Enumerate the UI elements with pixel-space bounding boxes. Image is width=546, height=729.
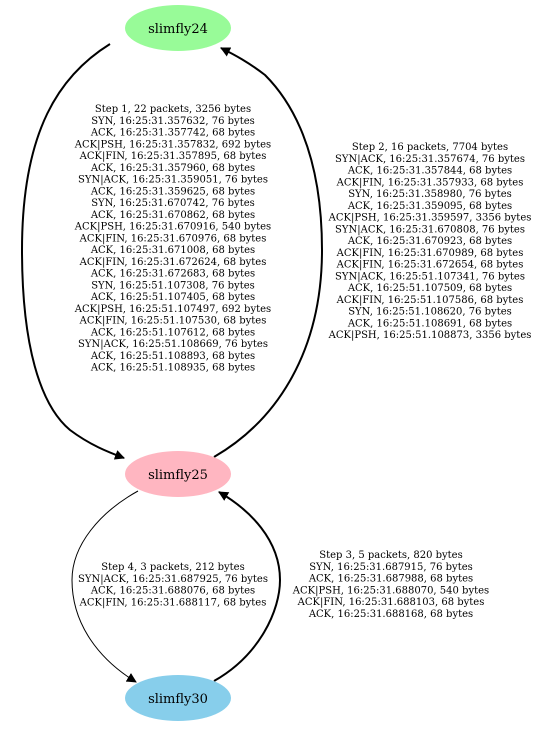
edge-label-line: SYN|ACK, 16:25:51.108669, 76 bytes bbox=[78, 339, 268, 350]
edge-label-line: ACK, 16:25:31.688168, 68 bytes bbox=[308, 609, 473, 620]
edge-label-line: ACK|PSH, 16:25:31.357832, 692 bytes bbox=[74, 139, 271, 150]
edge-label-line: SYN|ACK, 16:25:51.107341, 76 bytes bbox=[335, 271, 525, 282]
edge-label-line: SYN, 16:25:51.107308, 76 bytes bbox=[91, 280, 255, 291]
edge-label-line: ACK, 16:25:31.357844, 68 bytes bbox=[347, 166, 512, 177]
edge-label-line: SYN, 16:25:31.358980, 76 bytes bbox=[348, 189, 512, 200]
edge-label-line: ACK, 16:25:31.672683, 68 bytes bbox=[90, 269, 255, 280]
edge-label-line: ACK, 16:25:31.670923, 68 bytes bbox=[347, 236, 512, 247]
edge-label-line: ACK|FIN, 16:25:31.670976, 68 bytes bbox=[79, 233, 267, 244]
edge-label-line: ACK, 16:25:51.107612, 68 bytes bbox=[90, 327, 255, 338]
node-slimfly24[interactable] bbox=[125, 5, 231, 51]
edge-label-line: Step 3, 5 packets, 820 bytes bbox=[319, 550, 462, 561]
edge-label-line: ACK|FIN, 16:25:31.688117, 68 bytes bbox=[79, 597, 267, 608]
edge-step-1 bbox=[20, 43, 125, 460]
edge-label-line: ACK, 16:25:51.107405, 68 bytes bbox=[90, 292, 255, 303]
edge-label-line: ACK, 16:25:31.359095, 68 bytes bbox=[347, 201, 512, 212]
edge-label-line: SYN|ACK, 16:25:31.687925, 76 bytes bbox=[78, 574, 268, 585]
edge-label-line: Step 2, 16 packets, 7704 bytes bbox=[352, 142, 508, 153]
edge-label-line: SYN|ACK, 16:25:31.670808, 76 bytes bbox=[335, 224, 525, 235]
edge-label-line: ACK|PSH, 16:25:51.107497, 692 bytes bbox=[74, 304, 271, 315]
edge-label-line: ACK, 16:25:31.687988, 68 bytes bbox=[308, 574, 473, 585]
node-label-slimfly24: slimfly24 bbox=[148, 22, 208, 37]
edge-label-line: ACK, 16:25:51.107509, 68 bytes bbox=[347, 283, 512, 294]
edge-label-line: SYN|ACK, 16:25:31.357674, 76 bytes bbox=[335, 154, 525, 165]
edge-label-line: ACK|FIN, 16:25:31.672624, 68 bytes bbox=[79, 257, 267, 268]
edge-label-line: ACK, 16:25:31.671008, 68 bytes bbox=[90, 245, 255, 256]
edge-label-line: ACK|FIN, 16:25:31.357933, 68 bytes bbox=[336, 177, 524, 188]
edge-step-2 bbox=[213, 47, 324, 458]
edge-label-line: ACK|FIN, 16:25:31.688103, 68 bytes bbox=[297, 597, 485, 608]
node-label-slimfly30: slimfly30 bbox=[148, 692, 208, 707]
edge-label-line: ACK|FIN, 16:25:51.107586, 68 bytes bbox=[336, 295, 524, 306]
edge-label-line: ACK|FIN, 16:25:31.357895, 68 bytes bbox=[79, 151, 267, 162]
edge-label-line: ACK|PSH, 16:25:31.359597, 3356 bytes bbox=[328, 213, 532, 224]
edge-label-line: SYN, 16:25:31.670742, 76 bytes bbox=[91, 198, 255, 209]
edge-label-line: ACK, 16:25:31.357960, 68 bytes bbox=[90, 163, 255, 174]
edge-label-line: ACK|FIN, 16:25:31.670989, 68 bytes bbox=[336, 248, 524, 259]
edge-label-line: ACK, 16:25:31.357742, 68 bytes bbox=[90, 128, 255, 139]
edge-step-4 bbox=[71, 490, 139, 683]
edge-step-3 bbox=[213, 491, 282, 682]
edge-label-line: SYN, 16:25:51.108620, 76 bytes bbox=[348, 307, 512, 318]
edge-label-line: SYN, 16:25:31.687915, 76 bytes bbox=[309, 562, 473, 573]
edge-label-line: ACK|PSH, 16:25:31.688070, 540 bytes bbox=[292, 585, 489, 596]
node-slimfly25[interactable] bbox=[125, 451, 231, 497]
edge-label-line: ACK, 16:25:51.108935, 68 bytes bbox=[90, 363, 255, 374]
edge-label-line: ACK, 16:25:51.108691, 68 bytes bbox=[347, 318, 512, 329]
node-slimfly30[interactable] bbox=[125, 675, 231, 721]
edge-label-line: ACK|PSH, 16:25:31.670916, 540 bytes bbox=[74, 222, 271, 233]
edge-label-line: ACK, 16:25:51.108893, 68 bytes bbox=[90, 351, 255, 362]
edge-label-line: ACK|FIN, 16:25:31.672654, 68 bytes bbox=[336, 260, 524, 271]
edge-label-line: SYN, 16:25:31.357632, 76 bytes bbox=[91, 116, 255, 127]
node-label-slimfly25: slimfly25 bbox=[148, 468, 208, 483]
edge-label-line: Step 4, 3 packets, 212 bytes bbox=[101, 562, 244, 573]
edge-label-line: ACK, 16:25:31.670862, 68 bytes bbox=[90, 210, 255, 221]
edge-label-line: Step 1, 22 packets, 3256 bytes bbox=[95, 104, 251, 115]
edge-label-line: ACK|FIN, 16:25:51.107530, 68 bytes bbox=[79, 316, 267, 327]
edge-label-line: ACK, 16:25:31.359625, 68 bytes bbox=[90, 186, 255, 197]
edge-label-line: SYN|ACK, 16:25:31.359051, 76 bytes bbox=[78, 175, 268, 186]
edge-label-line: ACK, 16:25:31.688076, 68 bytes bbox=[90, 586, 255, 597]
edge-label-line: ACK|PSH, 16:25:51.108873, 3356 bytes bbox=[328, 330, 532, 341]
